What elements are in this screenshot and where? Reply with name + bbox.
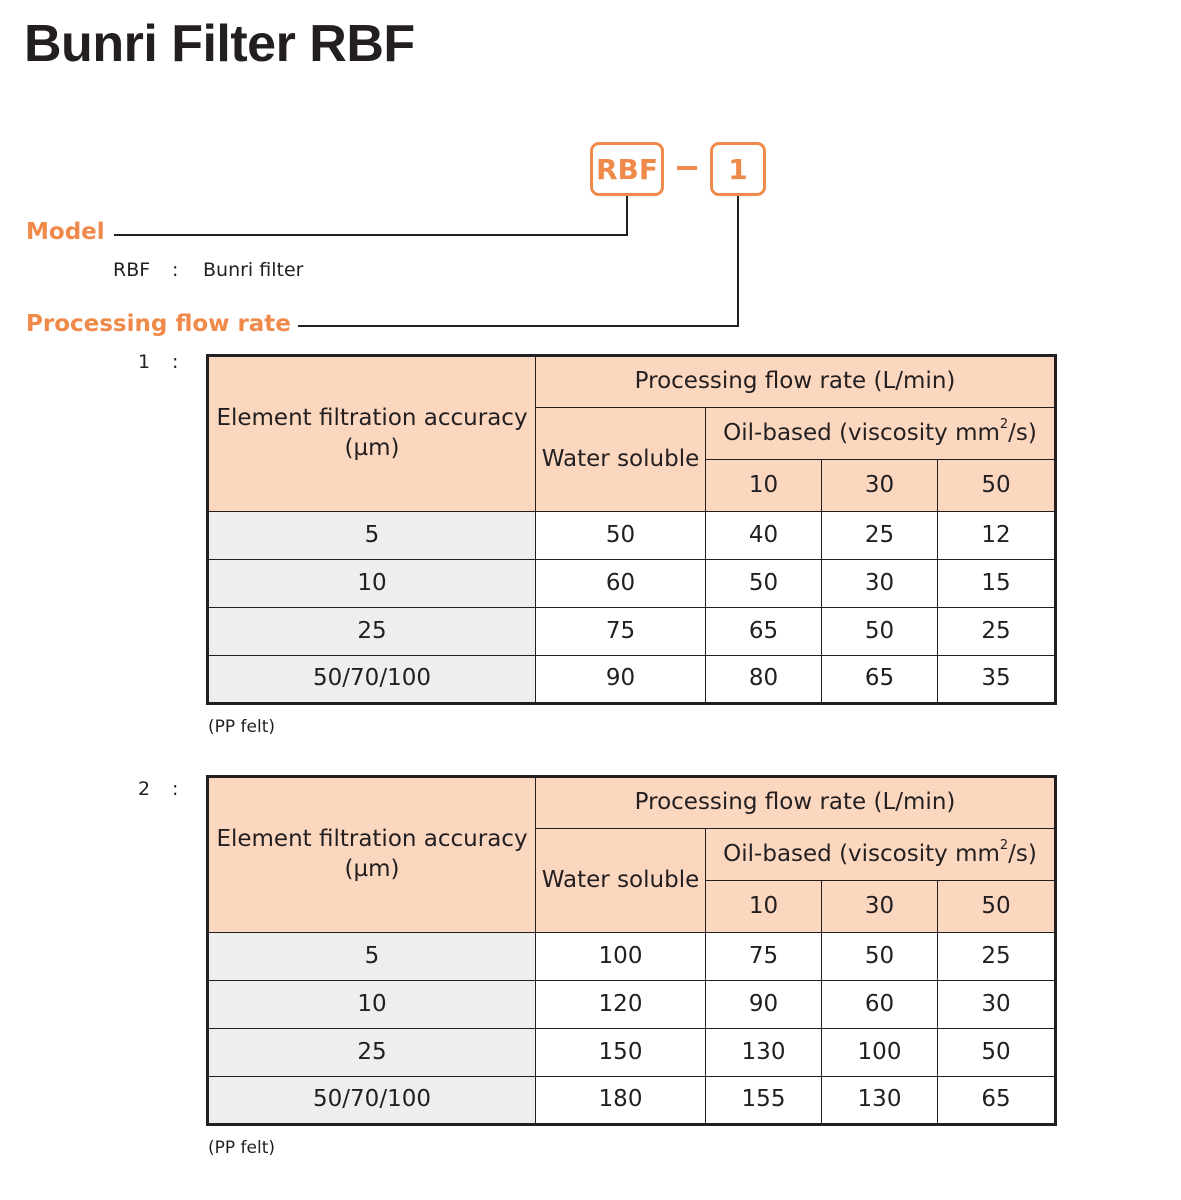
flow-code-box: 1 — [710, 142, 766, 196]
header-accuracy-label: Element filtration accuracy — [216, 405, 528, 432]
model-value: Bunri filter — [203, 259, 304, 281]
water-cell: 150 — [535, 1028, 706, 1077]
model-code-box: RBF — [590, 142, 664, 196]
table-2-index: 2 — [138, 778, 151, 800]
oil-cell: 60 — [821, 980, 938, 1029]
accuracy-cell: 5 — [207, 932, 536, 981]
table-row: 50/70/100 180 155 130 65 — [207, 1076, 1057, 1125]
oil-cell: 50 — [936, 1028, 1057, 1077]
oil-cell: 90 — [705, 980, 822, 1029]
oil-cell: 80 — [705, 655, 822, 704]
header-accuracy-label: Element filtration accuracy — [216, 826, 528, 853]
code-dash — [677, 166, 697, 170]
oil-cell: 65 — [821, 655, 938, 704]
table-1-index: 1 — [138, 351, 151, 373]
oil-cell: 30 — [821, 559, 938, 608]
header-viscosity: 30 — [821, 880, 938, 933]
water-cell: 100 — [535, 932, 706, 981]
oil-cell: 155 — [705, 1076, 822, 1125]
model-sep: : — [172, 259, 179, 281]
water-cell: 50 — [535, 511, 706, 560]
table-row: 25 150 130 100 50 — [207, 1028, 1057, 1077]
table-2-note: (PP felt) — [208, 1138, 276, 1158]
water-cell: 180 — [535, 1076, 706, 1125]
accuracy-cell: 50/70/100 — [207, 655, 536, 704]
model-label: Model — [26, 219, 105, 245]
oil-cell: 100 — [821, 1028, 938, 1077]
oil-cell: 65 — [936, 1076, 1057, 1125]
table-row: 5 100 75 50 25 — [207, 932, 1057, 981]
oil-cell: 40 — [705, 511, 822, 560]
accuracy-cell: 25 — [207, 607, 536, 656]
flow-rate-table-2: Element filtration accuracy (µm) Process… — [206, 775, 1058, 1126]
oil-cell: 65 — [705, 607, 822, 656]
oil-cell: 50 — [821, 607, 938, 656]
oil-cell: 35 — [936, 655, 1057, 704]
model-key: RBF — [113, 259, 151, 281]
header-viscosity: 10 — [705, 459, 822, 512]
table-row: 5 50 40 25 12 — [207, 511, 1057, 560]
water-cell: 90 — [535, 655, 706, 704]
oil-cell: 15 — [936, 559, 1057, 608]
table-row: 10 120 90 60 30 — [207, 980, 1057, 1029]
header-water-soluble: Water soluble — [535, 828, 706, 933]
accuracy-cell: 50/70/100 — [207, 1076, 536, 1125]
oil-cell: 25 — [936, 932, 1057, 981]
oil-cell: 12 — [936, 511, 1057, 560]
oil-cell: 75 — [705, 932, 822, 981]
oil-cell: 25 — [936, 607, 1057, 656]
header-accuracy-unit: (µm) — [344, 435, 400, 461]
table-1-note: (PP felt) — [208, 717, 276, 737]
flow-leader-vertical — [737, 196, 739, 327]
header-accuracy: Element filtration accuracy (µm) — [207, 355, 536, 512]
oil-cell: 25 — [821, 511, 938, 560]
header-flow-rate: Processing flow rate (L/min) — [534, 776, 1057, 829]
table-row: 25 75 65 50 25 — [207, 607, 1057, 656]
table-row: 10 60 50 30 15 — [207, 559, 1057, 608]
table-2-sep: : — [172, 778, 179, 800]
oil-cell: 130 — [821, 1076, 938, 1125]
header-viscosity: 30 — [821, 459, 938, 512]
header-viscosity: 50 — [936, 880, 1057, 933]
accuracy-cell: 10 — [207, 559, 536, 608]
header-flow-rate: Processing flow rate (L/min) — [534, 355, 1057, 408]
accuracy-cell: 25 — [207, 1028, 536, 1077]
accuracy-cell: 5 — [207, 511, 536, 560]
header-accuracy: Element filtration accuracy (µm) — [207, 776, 536, 933]
flow-leader-horizontal — [298, 325, 739, 327]
page-title: Bunri Filter RBF — [24, 15, 415, 73]
water-cell: 60 — [535, 559, 706, 608]
model-leader-vertical — [626, 196, 628, 236]
accuracy-cell: 10 — [207, 980, 536, 1029]
water-cell: 75 — [535, 607, 706, 656]
header-oil-based: Oil-based (viscosity mm2/s) — [704, 407, 1057, 460]
flow-rate-table-1: Element filtration accuracy (µm) Process… — [206, 354, 1058, 705]
water-cell: 120 — [535, 980, 706, 1029]
model-leader-horizontal — [114, 234, 628, 236]
table-row: 50/70/100 90 80 65 35 — [207, 655, 1057, 704]
table-1-sep: : — [172, 351, 179, 373]
header-viscosity: 10 — [705, 880, 822, 933]
flow-rate-label: Processing flow rate — [26, 311, 291, 337]
oil-cell: 50 — [705, 559, 822, 608]
oil-cell: 30 — [936, 980, 1057, 1029]
header-viscosity: 50 — [936, 459, 1057, 512]
header-water-soluble: Water soluble — [535, 407, 706, 512]
header-accuracy-unit: (µm) — [344, 856, 400, 882]
oil-cell: 50 — [821, 932, 938, 981]
oil-cell: 130 — [705, 1028, 822, 1077]
header-oil-based: Oil-based (viscosity mm2/s) — [704, 828, 1057, 881]
